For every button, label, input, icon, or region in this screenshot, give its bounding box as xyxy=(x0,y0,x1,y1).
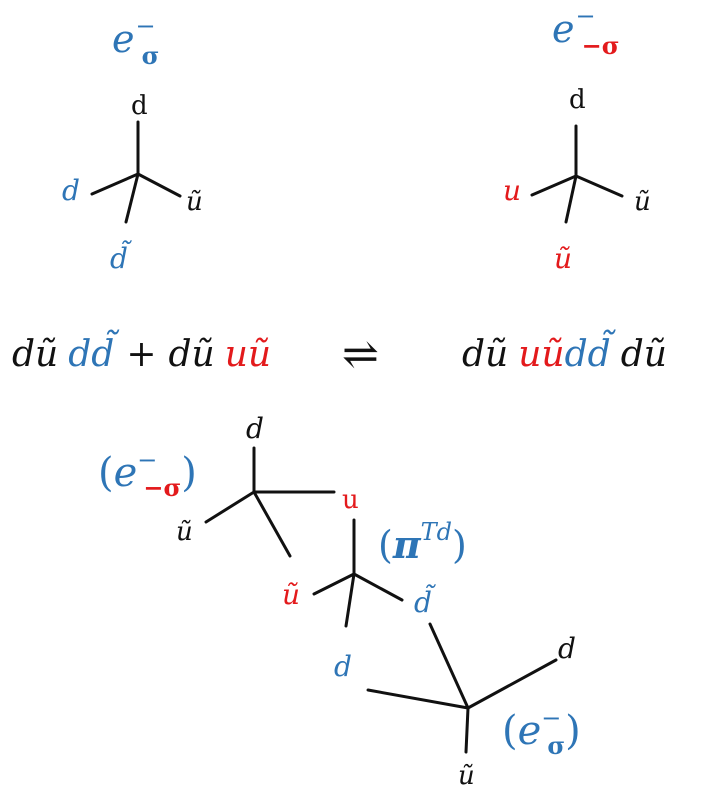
top-right-leg-left xyxy=(530,174,578,197)
top-right-vertex: e−−σ d u ũ ũ xyxy=(503,2,651,275)
bottom-middle-leg-left xyxy=(312,572,356,596)
eq-lhs-2: dd̃ xyxy=(68,330,119,375)
bottom-bottom-right-label: d xyxy=(558,632,576,665)
bottom-middle-bottom-label: d xyxy=(334,650,352,683)
bottom-top-top-label: d xyxy=(246,412,264,445)
top-left-left-label: d xyxy=(62,174,80,207)
bottom-top-leg-left xyxy=(204,490,256,524)
bottom-bottom-vertex-label: (e−σ) xyxy=(502,704,581,760)
bottom-middle-left-label: ũ xyxy=(282,578,300,611)
bottom-bottom-leg-top xyxy=(428,622,470,710)
top-right-title: e−−σ xyxy=(552,2,619,60)
top-right-left-label: u xyxy=(503,174,521,207)
bottom-chain: (e−−σ) d ũ u (πTd) ũ d̃ d d ũ (e−σ) xyxy=(98,412,581,791)
eq-rhs-3: dd̃ xyxy=(565,330,616,375)
eq-plus: + xyxy=(126,334,156,375)
bottom-bottom-leg-bottom xyxy=(464,706,470,754)
eq-lhs-1: dũ xyxy=(12,334,58,375)
bottom-bottom-leg-left xyxy=(366,688,470,710)
top-left-leg-left xyxy=(90,172,140,196)
bottom-middle-vertex-label: (πTd) xyxy=(378,518,467,567)
eq-lhs-3: dũ xyxy=(169,334,215,375)
bottom-bottom-bottom-label: ũ xyxy=(458,761,475,791)
bottom-bottom-leg-right xyxy=(466,658,558,710)
eq-lhs-4: uũ xyxy=(225,334,271,375)
bottom-top-vertex-label: (e−−σ) xyxy=(98,446,197,502)
top-left-right-label: ũ xyxy=(186,187,203,217)
bottom-middle-leg-right xyxy=(352,572,404,602)
eq-rhs-2: uũ xyxy=(518,334,564,375)
top-right-leg-right xyxy=(574,174,624,198)
top-left-vertex: e−σ d d ũ d̃ xyxy=(62,12,203,275)
top-left-top-label: d xyxy=(131,91,148,121)
top-left-title: e−σ xyxy=(112,12,159,70)
top-left-bottom-label: d̃ xyxy=(110,240,133,275)
top-right-bottom-label: ũ xyxy=(554,242,572,275)
equilibrium-arrow: ⇌ xyxy=(342,329,379,380)
top-left-leg-right xyxy=(136,172,182,198)
bottom-top-leg-bottom xyxy=(252,490,292,558)
bottom-middle-right-label: d̃ xyxy=(414,584,437,619)
top-right-leg-bottom xyxy=(564,174,578,224)
top-right-top-label: d xyxy=(569,85,586,115)
bottom-top-right-label: u xyxy=(342,485,359,515)
bottom-middle-leg-bottom xyxy=(344,572,356,628)
top-left-leg-bottom xyxy=(124,172,140,224)
bottom-top-left-label: ũ xyxy=(176,517,193,547)
eq-rhs-4: dũ xyxy=(621,334,667,375)
top-right-right-label: ũ xyxy=(634,187,651,217)
eq-rhs-1: dũ xyxy=(462,334,508,375)
